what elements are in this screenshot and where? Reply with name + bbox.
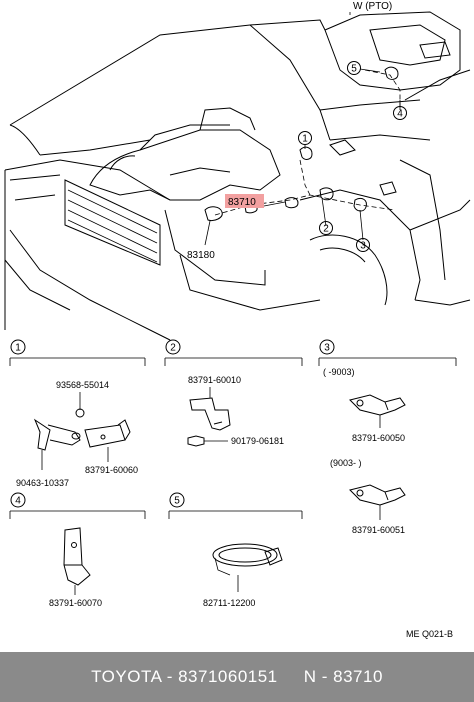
svg-text:3: 3 xyxy=(360,241,366,252)
svg-text:2: 2 xyxy=(170,343,176,354)
callout-1[interactable]: 1 xyxy=(298,131,312,145)
svg-text:1: 1 xyxy=(15,343,21,354)
diagram-code: ME Q021-B xyxy=(406,629,453,639)
part-label-90463-10337[interactable]: 90463-10337 xyxy=(16,478,69,488)
footer-bar: TOYOTA - 8371060151 N - 83710 xyxy=(0,652,474,702)
detail-4: 4 83791-60070 xyxy=(9,492,146,608)
footer-text: TOYOTA - 8371060151 N - 83710 xyxy=(91,667,383,686)
vehicle-illustration: W (PTO) xyxy=(4,1,471,341)
part-label-83791-60051[interactable]: 83791-60051 xyxy=(352,525,405,535)
svg-text:4: 4 xyxy=(397,109,403,120)
svg-text:1: 1 xyxy=(302,134,308,145)
svg-text:5: 5 xyxy=(174,496,180,507)
range-label-a: ( -9003) xyxy=(323,367,355,377)
range-label-b: (9003- ) xyxy=(330,458,362,468)
callout-4[interactable]: 4 xyxy=(393,106,407,120)
detail-3: 3 ( -9003) 83791-60050 (9003- ) 83791-60… xyxy=(318,339,457,535)
detail-1: 1 93568-55014 90463-10337 83791-60060 xyxy=(9,339,146,488)
part-label-83791-60050[interactable]: 83791-60050 xyxy=(352,433,405,443)
svg-text:3: 3 xyxy=(324,343,330,354)
parts-diagram: W (PTO) 83710 83180 1 2 3 4 5 1 xyxy=(4,1,471,639)
detail-2: 2 83791-60010 90179-06181 xyxy=(164,339,303,447)
part-label-83791-60010[interactable]: 83791-60010 xyxy=(188,375,241,385)
svg-text:4: 4 xyxy=(15,496,21,507)
callout-5[interactable]: 5 xyxy=(347,61,361,75)
part-label-82711-12200[interactable]: 82711-12200 xyxy=(203,598,255,608)
part-label-83180[interactable]: 83180 xyxy=(187,250,215,261)
part-label-83710[interactable]: 83710 xyxy=(228,197,256,208)
pto-variant-label: W (PTO) xyxy=(353,1,392,12)
highlight-box xyxy=(225,194,264,208)
detail-5: 5 82711-12200 xyxy=(168,492,303,608)
callout-3[interactable]: 3 xyxy=(356,238,370,252)
part-label-93568-55014[interactable]: 93568-55014 xyxy=(56,380,109,390)
part-label-83791-60060[interactable]: 83791-60060 xyxy=(85,465,138,475)
svg-text:2: 2 xyxy=(323,224,329,235)
callout-2[interactable]: 2 xyxy=(319,221,333,235)
part-label-83791-60070[interactable]: 83791-60070 xyxy=(49,598,102,608)
part-label-90179-06181[interactable]: 90179-06181 xyxy=(231,436,284,446)
svg-text:5: 5 xyxy=(351,64,357,75)
